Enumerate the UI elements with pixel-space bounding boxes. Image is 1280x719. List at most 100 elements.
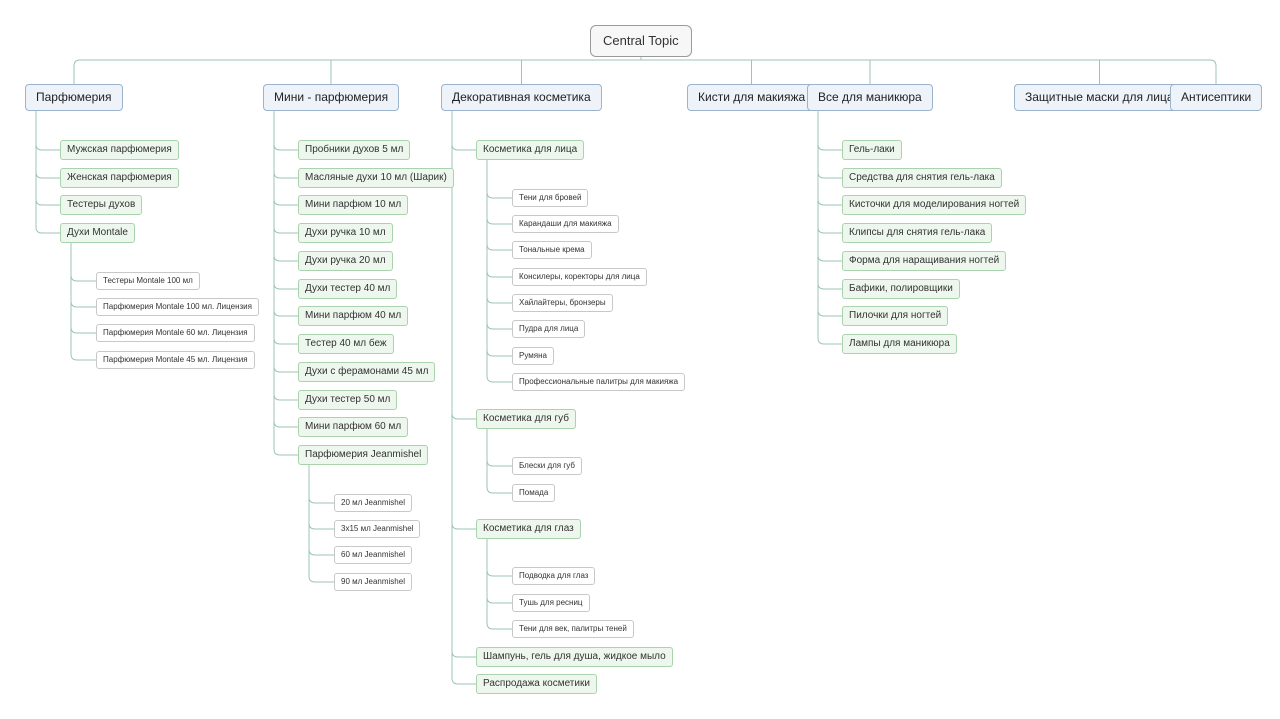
connector-line-45 (486, 375, 512, 383)
connector-line-31 (308, 496, 334, 504)
topic-kisti-dlya-makiyazha[interactable]: Кисти для макияжа (687, 84, 817, 111)
connector-line-64 (817, 282, 842, 290)
leaf-podvodka[interactable]: Подводка для глаз (512, 567, 596, 585)
subtopic-zhenskaya-parfyumeriya[interactable]: Женская парфюмерия (60, 168, 179, 188)
subtopic-mini-parfyum-60[interactable]: Мини парфюм 60 мл (298, 417, 409, 437)
connector-line-66 (817, 337, 842, 345)
subtopic-testery-dukhov[interactable]: Тестеры духов (60, 195, 143, 215)
connector-line-30 (273, 448, 298, 456)
subtopic-bafiki[interactable]: Бафики, полировщики (842, 279, 960, 299)
subtopic-shampun-gel[interactable]: Шампунь, гель для душа, жидкое мыло (476, 647, 673, 667)
subtopic-gel-laki[interactable]: Гель-лаки (842, 140, 902, 160)
connector-line-10 (35, 171, 60, 179)
connector-line-65 (817, 309, 842, 317)
leaf-jeanmishel-3x15[interactable]: 3x15 мл Jeanmishel (334, 520, 421, 538)
leaf-jeanmishel-60[interactable]: 60 мл Jeanmishel (334, 546, 412, 564)
connector-line-14 (70, 300, 96, 308)
connector-line-2 (73, 59, 81, 84)
connector-line-12 (35, 226, 60, 234)
connector-line-53 (486, 596, 512, 604)
subtopic-dukhi-tester-40[interactable]: Духи тестер 40 мл (298, 279, 398, 299)
connector-line-11 (35, 198, 60, 206)
subtopic-dukhi-s-feramonami[interactable]: Духи с ферамонами 45 мл (298, 362, 436, 382)
subtopic-kistochki[interactable]: Кисточки для моделирования ногтей (842, 195, 1027, 215)
connector-line-40 (486, 243, 512, 251)
connector-line-21 (273, 198, 298, 206)
connector-line-63 (817, 254, 842, 262)
leaf-pomada[interactable]: Помада (512, 484, 556, 502)
subtopic-parfyumeriya-jeanmishel[interactable]: Парфюмерия Jeanmishel (298, 445, 429, 465)
connector-line-16 (70, 353, 96, 361)
subtopic-kosmetika-dlya-gub[interactable]: Косметика для губ (476, 409, 576, 429)
connector-line-33 (308, 548, 334, 556)
connector-line-23 (273, 254, 298, 262)
topic-mini-parfyumeriya[interactable]: Мини - парфюмерия (263, 84, 400, 111)
connector-line-39 (486, 217, 512, 225)
connector-line-62 (817, 226, 842, 234)
connector-line-44 (486, 349, 512, 357)
subtopic-dukhi-ruchka-10[interactable]: Духи ручка 10 мл (298, 223, 393, 243)
connector-line-48 (486, 459, 512, 467)
central-topic[interactable]: Central Topic (590, 25, 692, 57)
topic-dekorativnaya-kosmetika[interactable]: Декоративная косметика (441, 84, 602, 111)
topic-vse-dlya-manikyura[interactable]: Все для маникюра (807, 84, 933, 111)
connector-line-25 (273, 309, 298, 317)
subtopic-mini-parfyum-10[interactable]: Мини парфюм 10 мл (298, 195, 409, 215)
subtopic-pilochki[interactable]: Пилочки для ногтей (842, 306, 949, 326)
subtopic-klipsy[interactable]: Клипсы для снятия гель-лака (842, 223, 993, 243)
subtopic-sredstva-snyatiya[interactable]: Средства для снятия гель-лака (842, 168, 1002, 188)
leaf-konsilery[interactable]: Консилеры, коректоры для лица (512, 268, 647, 286)
leaf-professionalnye-palitry[interactable]: Профессиональные палитры для макияжа (512, 373, 686, 391)
subtopic-rasprodazha[interactable]: Распродажа косметики (476, 674, 597, 694)
subtopic-dukhi-montale[interactable]: Духи Montale (60, 223, 135, 243)
connector-line-19 (273, 143, 298, 151)
subtopic-maslyanye-dukhi[interactable]: Масляные духи 10 мл (Шарик) (298, 168, 454, 188)
topic-parfyumeriya[interactable]: Парфюмерия (25, 84, 123, 111)
connector-line-27 (273, 365, 298, 373)
connector-line-9 (35, 143, 60, 151)
connector-line-32 (308, 522, 334, 530)
subtopic-tester-40-bezh[interactable]: Тестер 40 мл беж (298, 334, 394, 354)
connector-line-47 (451, 412, 476, 420)
subtopic-kosmetika-dlya-glaz[interactable]: Косметика для глаз (476, 519, 581, 539)
subtopic-kosmetika-dlya-litsa[interactable]: Косметика для лица (476, 140, 585, 160)
connector-line-60 (817, 171, 842, 179)
leaf-teni-dlya-brovey[interactable]: Тени для бровей (512, 189, 589, 207)
connector-line-42 (486, 296, 512, 304)
leaf-montale-60-license[interactable]: Парфюмерия Montale 60 мл. Лицензия (96, 324, 255, 342)
topic-zashchitnye-maski[interactable]: Защитные маски для лица (1014, 84, 1185, 111)
subtopic-dukhi-tester-50[interactable]: Духи тестер 50 мл (298, 390, 398, 410)
subtopic-probniki-dukhov[interactable]: Пробники духов 5 мл (298, 140, 411, 160)
leaf-karandashi[interactable]: Карандаши для макияжа (512, 215, 619, 233)
subtopic-dukhi-ruchka-20[interactable]: Духи ручка 20 мл (298, 251, 393, 271)
connector-line-24 (273, 282, 298, 290)
leaf-teni-dlya-vek[interactable]: Тени для век, палитры теней (512, 620, 634, 638)
leaf-rumyana[interactable]: Румяна (512, 347, 554, 365)
topic-antiseptiki[interactable]: Антисептики (1170, 84, 1263, 111)
subtopic-forma[interactable]: Форма для наращивания ногтей (842, 251, 1007, 271)
connector-line-8 (1209, 59, 1217, 84)
connector-line-57 (451, 677, 476, 685)
leaf-montale-100-license[interactable]: Парфюмерия Montale 100 мл. Лицензия (96, 298, 259, 316)
leaf-pudra[interactable]: Пудра для лица (512, 320, 586, 338)
leaf-montale-testers-100[interactable]: Тестеры Montale 100 мл (96, 272, 200, 290)
connector-line-41 (486, 270, 512, 278)
leaf-bleski-dlya-gub[interactable]: Блески для губ (512, 457, 582, 475)
subtopic-mini-parfyum-40[interactable]: Мини парфюм 40 мл (298, 306, 409, 326)
connector-line-56 (451, 650, 476, 658)
connector-line-51 (451, 522, 476, 530)
connector-line-20 (273, 171, 298, 179)
leaf-jeanmishel-90[interactable]: 90 мл Jeanmishel (334, 573, 412, 591)
connector-line-15 (70, 326, 96, 334)
connector-line-49 (486, 486, 512, 494)
leaf-tush[interactable]: Тушь для ресниц (512, 594, 590, 612)
subtopic-muzhskaya-parfyumeriya[interactable]: Мужская парфюмерия (60, 140, 179, 160)
subtopic-lampy[interactable]: Лампы для маникюра (842, 334, 957, 354)
leaf-montale-45-license[interactable]: Парфюмерия Montale 45 мл. Лицензия (96, 351, 255, 369)
leaf-jeanmishel-20[interactable]: 20 мл Jeanmishel (334, 494, 412, 512)
connector-line-43 (486, 322, 512, 330)
connector-line-28 (273, 393, 298, 401)
leaf-khaylaytery[interactable]: Хайлайтеры, бронзеры (512, 294, 613, 312)
leaf-tonalnye-krema[interactable]: Тональные крема (512, 241, 592, 259)
